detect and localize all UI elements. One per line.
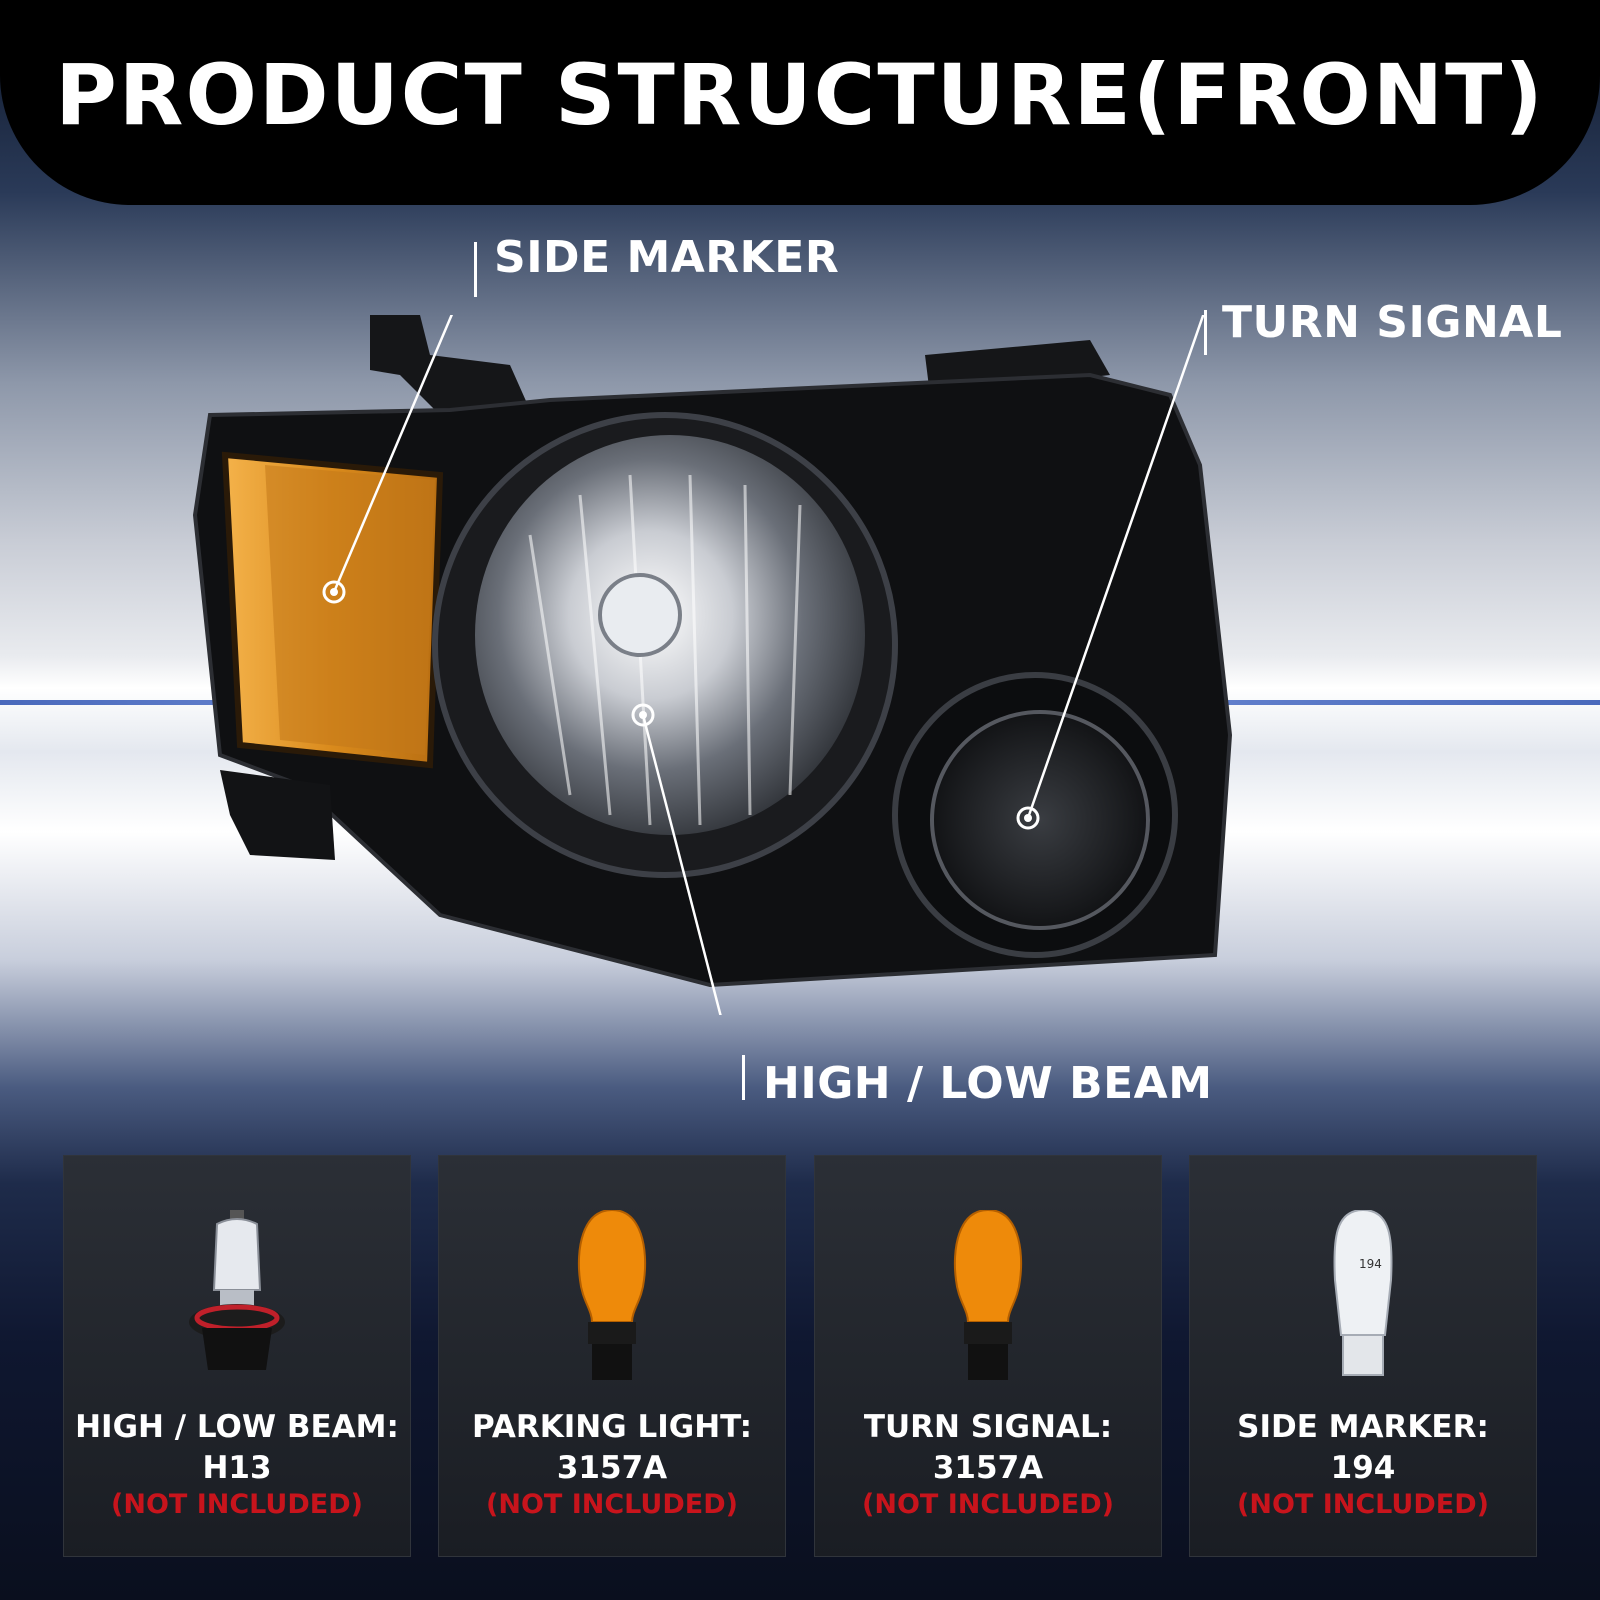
- high-low-beam-label: HIGH / LOW BEAM: [763, 1058, 1213, 1109]
- bulb-position-label: SIDE MARKER:: [1237, 1409, 1489, 1445]
- not-included-note: (NOT INCLUDED): [111, 1489, 363, 1520]
- side-marker-label-bar: [474, 242, 477, 297]
- h13-bulb-icon: [63, 1210, 411, 1380]
- bulb-position-label: PARKING LIGHT:: [472, 1409, 752, 1445]
- side-marker-label: SIDE MARKER: [494, 232, 840, 283]
- bulb-type: 194: [1330, 1450, 1396, 1486]
- bulb-card-side-marker: 194 SIDE MARKER: 194 (NOT INCLUDED): [1189, 1155, 1537, 1557]
- high-low-beam-label-bar: [742, 1055, 745, 1100]
- bulb-card-turn-signal: TURN SIGNAL: 3157A (NOT INCLUDED): [814, 1155, 1162, 1557]
- svg-text:194: 194: [1359, 1257, 1382, 1271]
- not-included-note: (NOT INCLUDED): [862, 1489, 1114, 1520]
- amber-3157-bulb-icon: [438, 1210, 786, 1380]
- bulb-card-high-low-beam: HIGH / LOW BEAM: H13 (NOT INCLUDED): [63, 1155, 411, 1557]
- bulb-type: 3157A: [556, 1450, 668, 1486]
- turn-signal-label: TURN SIGNAL: [1222, 297, 1563, 348]
- turn-signal-label-bar: [1204, 310, 1207, 355]
- amber-3157-bulb-icon: [814, 1210, 1162, 1380]
- bulb-card-parking-light: PARKING LIGHT: 3157A (NOT INCLUDED): [438, 1155, 786, 1557]
- wedge-194-bulb-icon: 194: [1189, 1210, 1537, 1380]
- page-title: PRODUCT STRUCTURE(FRONT): [55, 45, 1545, 144]
- title-banner: PRODUCT STRUCTURE(FRONT): [0, 0, 1600, 205]
- not-included-note: (NOT INCLUDED): [486, 1489, 738, 1520]
- bulb-position-label: HIGH / LOW BEAM:: [75, 1409, 399, 1445]
- not-included-note: (NOT INCLUDED): [1237, 1489, 1489, 1520]
- bulb-position-label: TURN SIGNAL:: [863, 1409, 1113, 1445]
- bulb-type: H13: [202, 1450, 272, 1486]
- headlight-image: [192, 315, 1233, 1015]
- bulb-type: 3157A: [932, 1450, 1044, 1486]
